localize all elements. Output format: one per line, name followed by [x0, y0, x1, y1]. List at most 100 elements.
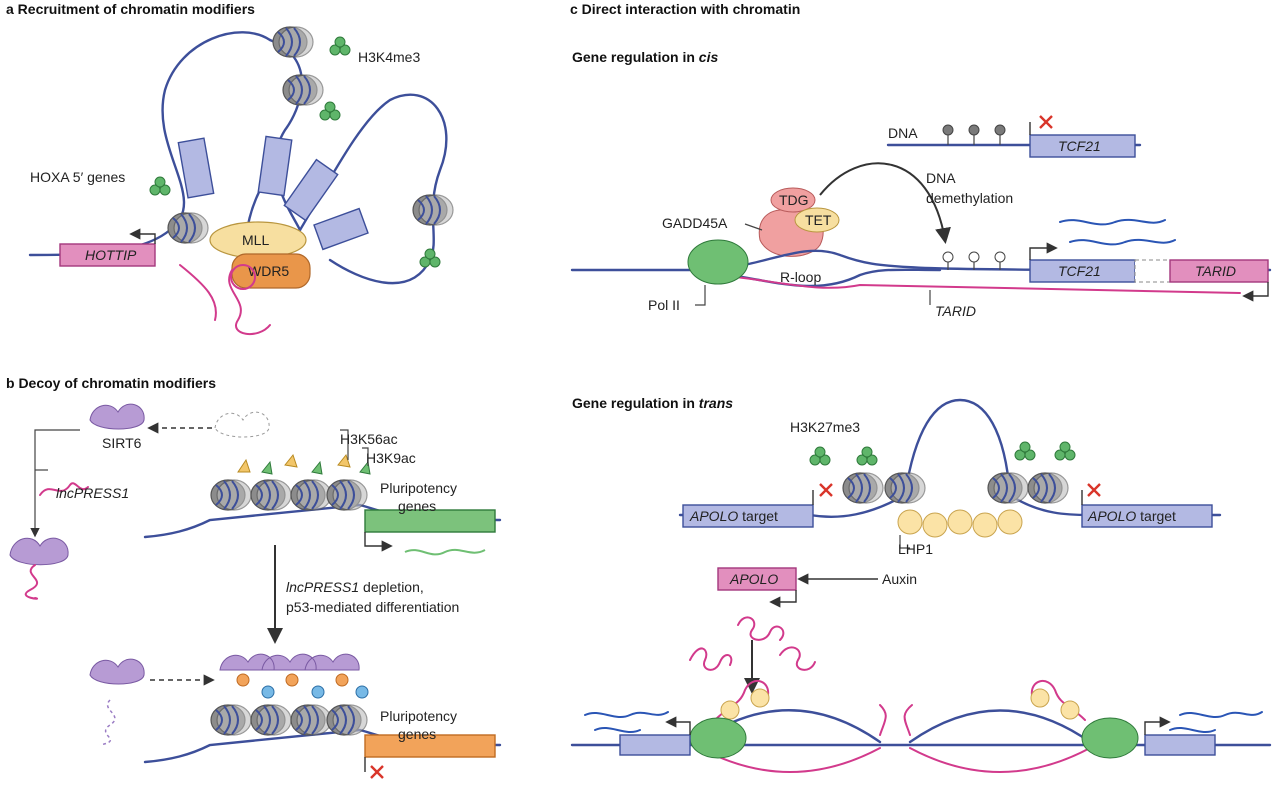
unmethylated-cpg — [968, 251, 980, 263]
lncpress1-ghost — [99, 699, 116, 746]
pol-ii — [689, 717, 747, 759]
sirt6-complex — [219, 653, 360, 671]
nucleosome — [326, 479, 368, 511]
demethylation-arrow — [819, 162, 951, 244]
dna-strand — [698, 709, 1092, 744]
tdg-label: TDG — [779, 192, 809, 208]
nucleosome — [884, 472, 926, 504]
h3k56ac-mark — [261, 460, 273, 475]
tarid-gene — [1169, 259, 1269, 283]
hottip-gene — [59, 243, 156, 267]
tss-arrow — [1029, 242, 1058, 260]
nucleosome — [987, 472, 1029, 504]
methyl-group — [994, 124, 1006, 136]
target-mrna — [584, 711, 669, 733]
lhp1-protein — [1030, 688, 1050, 708]
gadd45a-label: GADD45A — [662, 215, 728, 231]
nucleosome — [290, 479, 332, 511]
apolo-target-label: APOLO target — [1087, 508, 1176, 524]
nucleosome — [290, 704, 332, 736]
nucleosome — [326, 704, 368, 736]
h3k4me3-mark — [149, 176, 171, 196]
connector — [695, 285, 706, 306]
lhp1-protein — [997, 509, 1023, 535]
connector — [340, 429, 369, 466]
hoxa-gene — [313, 207, 369, 251]
apolo-target-gene — [682, 504, 814, 528]
pluripotency-label: Pluripotency — [380, 708, 457, 724]
nucleosome — [210, 479, 252, 511]
depletion-label: p53-mediated differentiation — [286, 599, 459, 615]
mll-label: MLL — [242, 232, 269, 248]
hoxa-gene — [257, 135, 293, 197]
nucleosome — [250, 704, 292, 736]
pol-ii-label: Pol II — [648, 297, 680, 313]
panel-c: c Direct interaction with chromatin Gene… — [570, 1, 1272, 773]
tcf21-mrna — [1059, 218, 1176, 246]
lncpress1-label: lncPRESS1 — [56, 485, 129, 501]
tdg-protein — [770, 187, 816, 213]
apolo-target-gene — [1081, 504, 1213, 528]
deacetyl-mark — [335, 673, 349, 687]
pluripotency-gene — [364, 509, 496, 533]
h3k9ac-mark — [237, 458, 251, 473]
repression-x-icon — [369, 764, 385, 780]
tet-label: TET — [805, 212, 832, 228]
deacetyl-mark — [311, 685, 325, 699]
tcf21-label: TCF21 — [1058, 138, 1101, 154]
unmethylated-cpg — [994, 251, 1006, 263]
methyl-group — [942, 124, 954, 136]
repression-x-icon — [1038, 114, 1054, 130]
h3k27me3-label: H3K27me3 — [790, 419, 860, 435]
repression-x-icon — [1086, 482, 1102, 498]
mrna — [404, 548, 486, 556]
lhp1-protein — [972, 512, 998, 538]
connector — [899, 535, 910, 549]
tss-arrow — [364, 532, 393, 552]
tcf21-label: TCF21 — [1058, 263, 1101, 279]
h3k4me3-mark — [329, 36, 351, 56]
hottip-rna — [230, 264, 256, 290]
lncpress1-rna — [39, 482, 89, 496]
tet-protein — [794, 207, 840, 233]
tss-arrow — [1242, 282, 1269, 302]
hottip-label: HOTTIP — [85, 247, 137, 263]
lhp1-protein — [897, 509, 923, 535]
apolo-gene — [717, 567, 797, 591]
lhp1-protein — [947, 509, 973, 535]
h3k9ac-mark — [284, 453, 298, 468]
nucleosome — [412, 194, 454, 226]
pol-ii — [1081, 717, 1139, 759]
intergenic-gap — [1134, 259, 1171, 283]
apolo-rna — [714, 680, 1086, 736]
deacetyl-mark — [236, 673, 250, 687]
apolo-rna — [689, 616, 816, 671]
nucleosome — [272, 26, 314, 58]
pluripotency-label: Pluripotency — [380, 480, 457, 496]
lhp1-protein — [720, 700, 740, 720]
demethylation-label: DNA — [926, 170, 956, 186]
auxin-label: Auxin — [882, 571, 917, 587]
h3k9ac-label: H3K9ac — [366, 450, 416, 466]
panel-a-title: a Recruitment of chromatin modifiers — [6, 1, 255, 17]
pluripotency-gene — [364, 734, 496, 758]
apolo-target-gene — [1144, 734, 1216, 756]
dna-strand — [28, 31, 272, 257]
lhp1-protein — [1060, 700, 1080, 720]
nucleosome — [250, 479, 292, 511]
tss-arrow — [129, 228, 156, 244]
tcf21-gene — [1029, 134, 1136, 158]
h3k27me3-mark — [1054, 441, 1076, 461]
trans-title: Gene regulation in trans — [572, 395, 733, 411]
repression-x-icon — [818, 482, 834, 498]
nucleosome — [842, 472, 884, 504]
hottip-rna — [179, 264, 271, 336]
flow-arrow — [30, 429, 80, 538]
deacetyl-mark — [355, 685, 369, 699]
panel-a: a Recruitment of chromatin modifiers H3K… — [6, 1, 454, 336]
tss-arrow — [1144, 716, 1171, 735]
dna-strand — [298, 93, 448, 285]
dna-strand — [678, 398, 1222, 518]
h3k4me3-mark — [419, 248, 441, 268]
